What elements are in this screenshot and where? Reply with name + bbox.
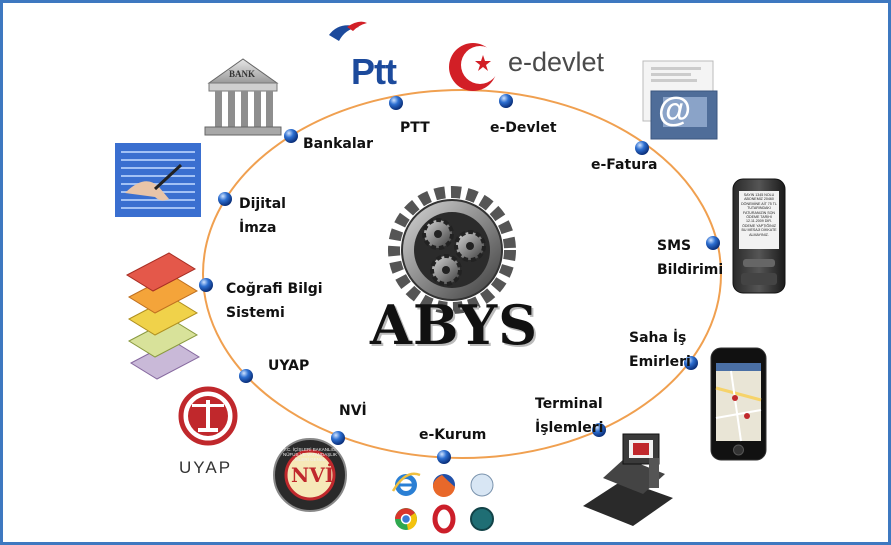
digital-signature-icon xyxy=(115,143,201,217)
browser-icons xyxy=(391,472,494,534)
e-fatura-at-icon: @ xyxy=(658,91,692,129)
node-dots xyxy=(199,94,720,464)
ptt-logo: Ptt xyxy=(351,51,397,92)
label-uyap: UYAP xyxy=(268,358,310,374)
gis-layers-icon xyxy=(125,252,201,380)
opera-icon xyxy=(432,504,456,534)
nvi-seal-text: NVİ xyxy=(291,463,335,487)
netscape-icon xyxy=(470,507,494,531)
firefox-icon xyxy=(432,474,455,498)
bank-building-icon xyxy=(204,58,282,136)
node-dot-uyap xyxy=(239,369,253,383)
node-dot-e-devlet xyxy=(499,94,513,108)
node-dot-e-fatura xyxy=(635,141,649,155)
sms-message-text: SAYIN 1345 NOLU ABONEMİZ 20460 DÖNEMİNE … xyxy=(741,193,777,237)
pos-terminal-icon xyxy=(583,433,673,526)
orbit-ellipse xyxy=(202,89,722,459)
label-bankalar: Bankalar xyxy=(303,136,373,152)
node-dot-bankalar xyxy=(284,129,298,143)
uyap-scales-logo xyxy=(178,386,238,446)
smartphone-map-icon xyxy=(710,347,767,461)
node-dot-e-kurum xyxy=(437,450,451,464)
mobile-phone-icon xyxy=(732,178,786,294)
label-nvi: NVİ xyxy=(339,403,367,419)
label-ptt: PTT xyxy=(400,120,430,136)
label-e-fatura: e-Fatura xyxy=(591,157,658,173)
gears-icon xyxy=(388,186,516,314)
abys-logo-text: ABYS xyxy=(370,293,539,357)
e-fatura-envelope-icon xyxy=(642,60,718,140)
e-devlet-crescent-icon xyxy=(449,43,499,91)
nvi-seal-ring-text: T.C. İÇİŞLERİ BAKANLIĞI NÜFUS VE VATANDA… xyxy=(282,447,337,461)
bank-sign: BANK xyxy=(229,69,256,79)
safari-icon xyxy=(470,473,494,497)
node-dot-saha xyxy=(684,356,698,370)
chrome-icon xyxy=(395,508,417,530)
ie-icon xyxy=(391,472,421,496)
node-dot-cbs xyxy=(199,278,213,292)
node-dot-ptt xyxy=(389,96,403,110)
ptt-bird-icon xyxy=(329,21,367,41)
uyap-wordmark: UYAP xyxy=(179,458,233,477)
abys-diagram xyxy=(115,21,786,534)
label-e-kurum: e-Kurum xyxy=(419,427,487,443)
label-e-devlet: e-Devlet xyxy=(490,120,557,136)
node-dot-nvi xyxy=(331,431,345,445)
nvi-seal xyxy=(273,438,347,512)
node-dot-imza xyxy=(218,192,232,206)
e-devlet-logo: e-devlet xyxy=(508,47,605,77)
node-dot-sms xyxy=(706,236,720,250)
node-dot-terminal xyxy=(592,423,606,437)
